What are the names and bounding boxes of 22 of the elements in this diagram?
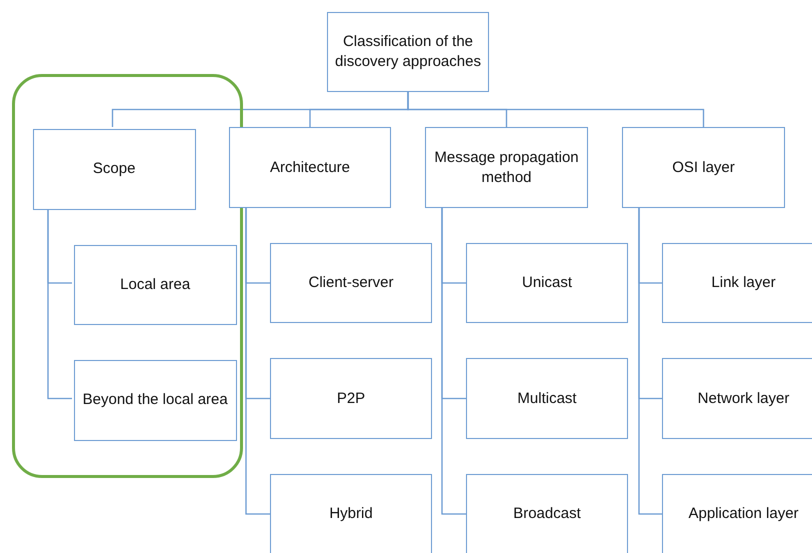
- connector-line: [245, 208, 270, 515]
- category-box: Broadcast: [466, 474, 628, 553]
- category-box: Classification of the discovery approaches: [327, 12, 489, 92]
- connector-line: [638, 208, 662, 515]
- category-box: Scope: [32, 128, 196, 210]
- category-box: Hybrid: [270, 474, 432, 553]
- category-box: Network layer: [662, 358, 812, 439]
- category-box: Client-server: [270, 243, 432, 323]
- category-box: Multicast: [466, 358, 628, 439]
- category-box: OSI layer: [622, 127, 785, 208]
- category-box: Unicast: [466, 243, 628, 323]
- category-box: Beyond the local area: [74, 360, 237, 441]
- category-box: Architecture: [229, 127, 391, 208]
- category-box: Message propagation method: [425, 127, 588, 208]
- category-box: Link layer: [662, 243, 812, 323]
- category-box: Application layer: [662, 474, 812, 553]
- highlight-frame: [12, 74, 243, 478]
- category-box: Local area: [74, 244, 237, 325]
- category-box: P2P: [270, 358, 432, 439]
- connector-line: [441, 208, 466, 515]
- connector-line: [407, 92, 704, 127]
- connector-line: [47, 208, 72, 400]
